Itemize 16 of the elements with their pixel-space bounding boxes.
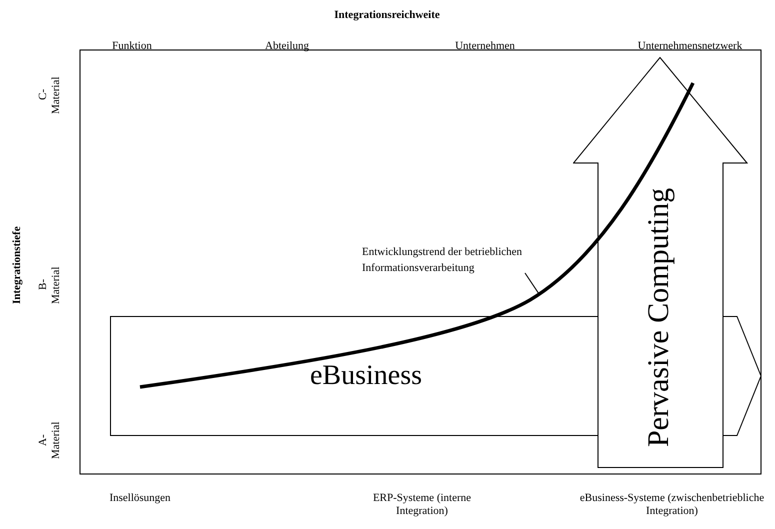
axis-tick-label: A- Material (37, 420, 63, 461)
axis-tick-label: ERP-Systeme (interne Integration) (372, 492, 472, 518)
axis-tick-label: B- Material (37, 265, 63, 306)
axis-tick-label: eBusiness-Systeme (zwischenbetriebliche Integration) (578, 492, 766, 518)
arrow-label: Pervasive Computing (641, 186, 676, 449)
axis-tick-label: Unternehmen (454, 40, 516, 52)
axis-tick-label: Insellösungen (108, 492, 172, 504)
axis-title: Integrationstiefe (10, 225, 24, 306)
axis-title: Integrationsreichweite (333, 8, 441, 22)
curve-annotation: Entwicklungstrend der betrieblichen Informationsverarbeitung (362, 244, 528, 276)
axis-tick-label: Funktion (111, 40, 153, 52)
arrow-label: eBusiness (310, 361, 422, 391)
axis-tick-label: Unternehmensnetzwerk (636, 40, 744, 52)
axis-tick-label: C- Material (37, 75, 63, 116)
axis-tick-label: Abteilung (264, 40, 310, 52)
leader-line (524, 272, 540, 295)
